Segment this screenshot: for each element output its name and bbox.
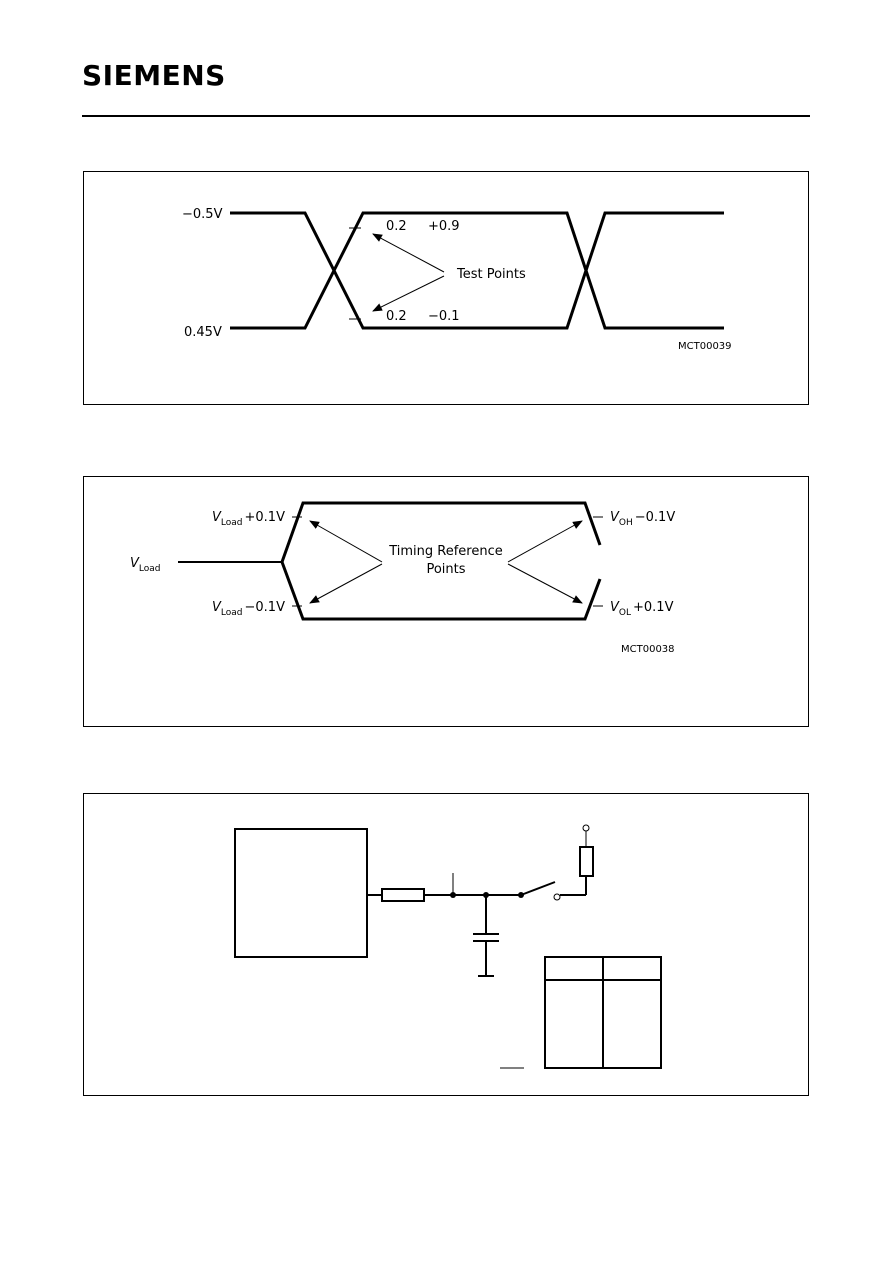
high-level-label: −0.5V: [182, 207, 223, 222]
timing-reference-label: Timing Reference: [388, 544, 503, 559]
waveform-trace-a: [230, 211, 724, 330]
test-points-annotation: Test Points: [456, 267, 526, 282]
ref-arrow-upper-left: [309, 520, 383, 563]
v-load-label: VLoad: [130, 556, 161, 574]
v-load-minus-label: VLoad−0.1V: [212, 600, 285, 618]
v-ol-label: VOL+0.1V: [610, 600, 674, 618]
envelope-upper-trace: [280, 501, 602, 563]
switch-blade: [520, 881, 556, 896]
probe-node-dot: [450, 892, 456, 898]
v-oh-label: VOH−0.1V: [610, 510, 675, 528]
pullup-resistor: [579, 846, 594, 877]
siemens-logo: SIEMENS: [82, 59, 226, 92]
test-point-arrow-lower: [372, 275, 445, 312]
waveform-trace-b: [230, 211, 724, 330]
upper-test-offset: +0.9: [428, 219, 460, 234]
figure-code: MCT00039: [678, 341, 732, 352]
upper-test-value: 0.2: [386, 219, 407, 234]
series-resistor: [381, 888, 425, 902]
float-waveform-panel: VLoad VLoad+0.1V VLoad−0.1V VOH−0.1V VOL…: [83, 476, 809, 727]
lower-test-value: 0.2: [386, 309, 407, 324]
load-circuit-panel: [83, 793, 809, 1096]
switch-contact: [553, 893, 561, 901]
device-under-test-box: [234, 828, 368, 958]
envelope-lower-trace: [280, 561, 602, 621]
test-point-arrow-upper: [372, 233, 445, 273]
lower-test-offset: −0.1: [428, 309, 460, 324]
figure-code: MCT00038: [621, 644, 675, 655]
timing-reference-label-2: Points: [426, 562, 465, 577]
supply-terminal: [582, 824, 590, 832]
header-rule: [82, 115, 810, 117]
ac-test-waveform-diagram: −0.5V 0.45V 0.2 +0.9 0.2 −0.1 Test Point…: [182, 207, 732, 352]
float-waveform-diagram: VLoad VLoad+0.1V VLoad−0.1V VOH−0.1V VOL…: [130, 501, 675, 655]
ac-test-waveform-panel: −0.5V 0.45V 0.2 +0.9 0.2 −0.1 Test Point…: [83, 171, 809, 405]
v-load-plus-label: VLoad+0.1V: [212, 510, 285, 528]
load-circuit-schematic: [234, 824, 662, 1069]
ref-arrow-lower-left: [309, 563, 383, 604]
ref-arrow-lower-right: [507, 563, 583, 604]
low-level-label: 0.45V: [184, 325, 222, 340]
ref-arrow-upper-right: [507, 520, 583, 563]
